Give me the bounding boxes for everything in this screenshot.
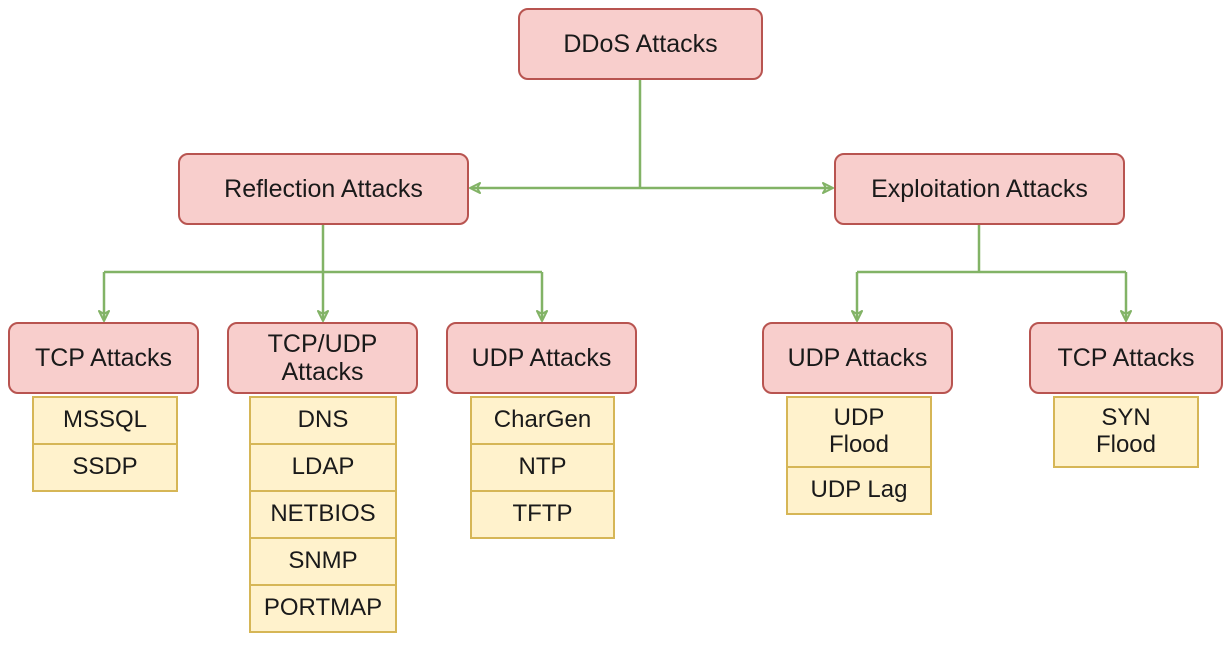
leaf-udp-flood: UDP Flood xyxy=(786,396,932,468)
leaf-chargen: CharGen xyxy=(470,396,615,445)
leaf-list-reflection-udp: CharGen NTP TFTP xyxy=(470,396,615,539)
leaf-udp-lag: UDP Lag xyxy=(786,466,932,515)
node-ddos-attacks: DDoS Attacks xyxy=(518,8,763,80)
leaf-dns: DNS xyxy=(249,396,397,445)
leaf-ssdp: SSDP xyxy=(32,443,178,492)
leaf-list-exploitation-udp: UDP Flood UDP Lag xyxy=(786,396,932,515)
leaf-ldap: LDAP xyxy=(249,443,397,492)
node-reflection-tcp-attacks: TCP Attacks xyxy=(8,322,199,394)
node-reflection-udp-attacks: UDP Attacks xyxy=(446,322,637,394)
leaf-ntp: NTP xyxy=(470,443,615,492)
leaf-syn-flood: SYN Flood xyxy=(1053,396,1199,468)
node-exploitation-tcp-attacks: TCP Attacks xyxy=(1029,322,1223,394)
leaf-tftp: TFTP xyxy=(470,490,615,539)
node-exploitation-udp-attacks: UDP Attacks xyxy=(762,322,953,394)
leaf-portmap: PORTMAP xyxy=(249,584,397,633)
leaf-snmp: SNMP xyxy=(249,537,397,586)
leaf-list-exploitation-tcp: SYN Flood xyxy=(1053,396,1199,468)
leaf-mssql: MSSQL xyxy=(32,396,178,445)
leaf-list-reflection-tcp-udp: DNS LDAP NETBIOS SNMP PORTMAP xyxy=(249,396,397,633)
node-exploitation-attacks: Exploitation Attacks xyxy=(834,153,1125,225)
leaf-list-reflection-tcp: MSSQL SSDP xyxy=(32,396,178,492)
node-reflection-attacks: Reflection Attacks xyxy=(178,153,469,225)
leaf-netbios: NETBIOS xyxy=(249,490,397,539)
node-reflection-tcp-udp-attacks: TCP/UDP Attacks xyxy=(227,322,418,394)
